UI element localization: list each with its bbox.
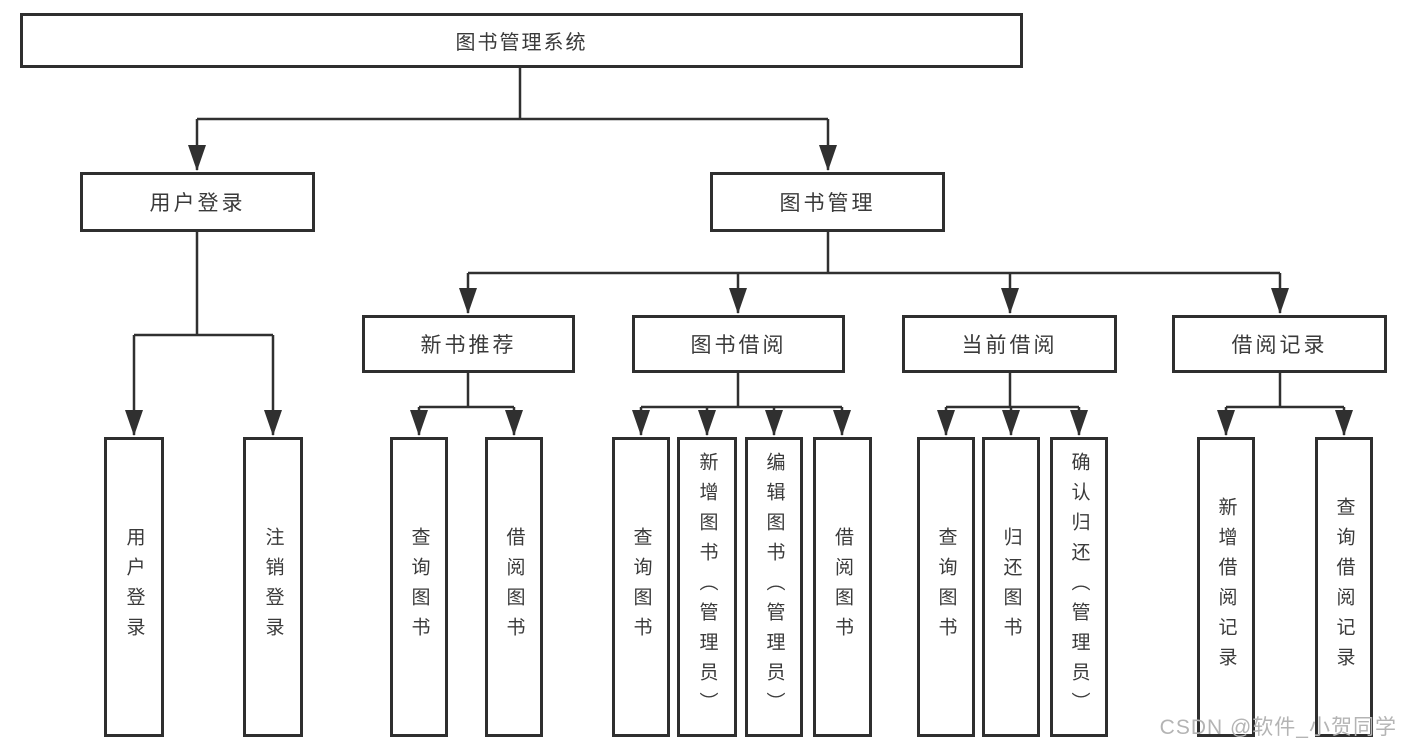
leaf-add-borrow-record: 新增借阅记录 [1197,437,1255,737]
node-book-borrow: 图书借阅 [632,315,845,373]
leaf-return-books: 归还图书 [982,437,1040,737]
leaf-borrow-books-recommend: 借阅图书 [485,437,543,737]
node-borrow-records: 借阅记录 [1172,315,1387,373]
node-new-book-recommend: 新书推荐 [362,315,575,373]
leaf-query-books-borrow: 查询图书 [612,437,670,737]
leaf-add-book-admin: 新增图书（管理员） [677,437,737,737]
leaf-query-borrow-record: 查询借阅记录 [1315,437,1373,737]
leaf-borrow-books: 借阅图书 [813,437,872,737]
node-book-management: 图书管理 [710,172,945,232]
node-user-login: 用户登录 [80,172,315,232]
leaf-query-books-current: 查询图书 [917,437,975,737]
node-current-borrow: 当前借阅 [902,315,1117,373]
leaf-logout: 注销登录 [243,437,303,737]
node-root-system: 图书管理系统 [20,13,1023,68]
leaf-query-books-recommend: 查询图书 [390,437,448,737]
csdn-watermark: CSDN @软件_小贺同学 [1159,716,1397,739]
leaf-user-login: 用户登录 [104,437,164,737]
leaf-confirm-return-admin: 确认归还（管理员） [1050,437,1108,737]
leaf-edit-book-admin: 编辑图书（管理员） [745,437,803,737]
